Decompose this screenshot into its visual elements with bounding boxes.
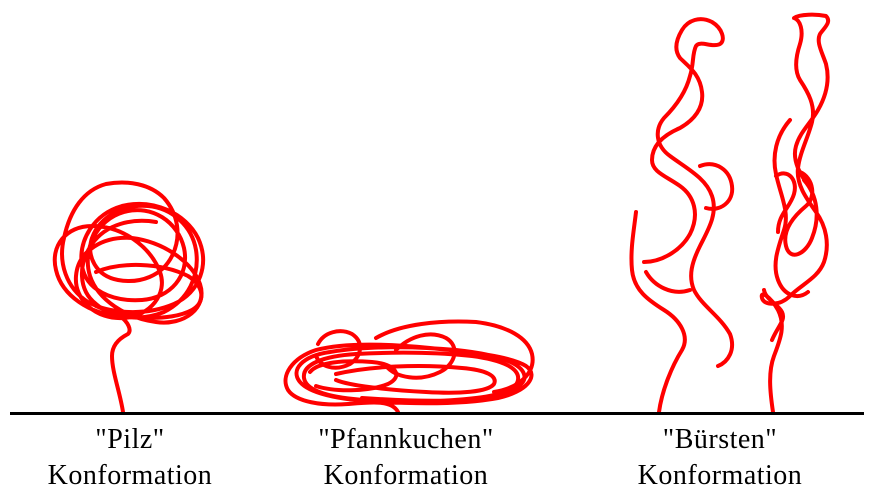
- brush-chain-left-loop: [698, 162, 735, 211]
- brush-chain-right-tail: [762, 288, 785, 342]
- label-mushroom-subtitle: Konformation: [47, 460, 213, 491]
- label-pancake-subtitle: Konformation: [323, 460, 489, 491]
- mushroom-polymer: [52, 180, 206, 414]
- brush-chain-right: [759, 12, 831, 414]
- mushroom-coil: [52, 180, 206, 325]
- brush-polymer-left: [629, 17, 735, 414]
- label-brush: "Bürsten" Konformation: [590, 422, 850, 494]
- label-pancake: "Pfannkuchen" Konformation: [276, 422, 536, 494]
- mushroom-coil-loop: [94, 263, 204, 320]
- pancake-inner-2: [308, 359, 399, 393]
- label-brush-subtitle: Konformation: [637, 460, 803, 491]
- label-mushroom: "Pilz" Konformation: [0, 422, 260, 494]
- label-mushroom-name: "Pilz": [95, 424, 165, 455]
- label-pancake-name: "Pfannkuchen": [318, 424, 494, 455]
- pancake-lobe-mid: [384, 332, 457, 380]
- pancake-lobe-right: [374, 319, 535, 394]
- label-brush-name: "Bürsten": [662, 424, 778, 455]
- mushroom-stem: [110, 314, 132, 414]
- pancake-inner: [334, 364, 497, 395]
- brush-polymer-right: [759, 12, 831, 414]
- pancake-polymer: [283, 319, 535, 414]
- pancake-lobe-left: [314, 329, 362, 370]
- brush-chain-left: [629, 17, 735, 414]
